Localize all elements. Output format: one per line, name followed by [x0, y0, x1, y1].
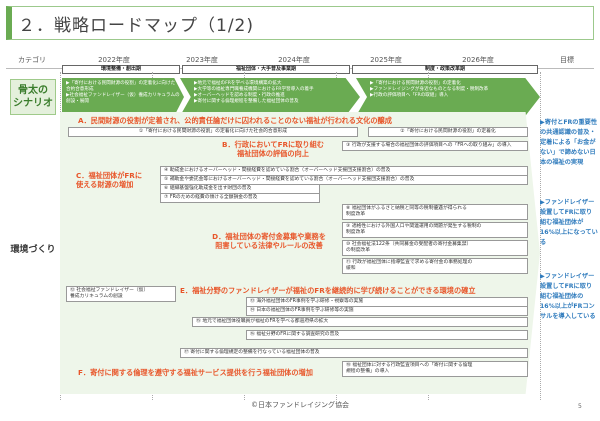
section-c-item-2: ⑤ 補助金や委託金等におけるオーバーヘッド・間接経費を認めている割合（オーバーヘ… — [160, 175, 528, 185]
page-title: ２．戦略ロードマップ（1/2) — [18, 16, 254, 36]
title-frame — [6, 6, 594, 40]
scenario-line: ▶「寄付における民間財源の役割」の定着化に向けた — [66, 81, 176, 86]
scenario-arrow-1: ▶「寄付における民間財源の役割」の定着化に向けた 合約合意形成 ▶社会福祉ファン… — [62, 78, 184, 116]
section-e-item-2: ⑭ 日本の福祉団体のFR事例を学ぶ研修等の実施 — [246, 306, 528, 316]
section-f-title: F．寄付に関する倫理を遵守する福祉サービス提供を行う福祉団体の増加 — [78, 368, 313, 377]
header-year-2025: 2025年度 — [370, 56, 402, 64]
scenario-arrow-2: ▶地元で福祉のFRを学べる環境構築の拡大 ▶大学等の福祉専門職養成機関におけるF… — [180, 78, 360, 116]
goal-1: ▶寄付とFRの重要性の共通認識の普及・定着による「お金がない」で諦めない日本の福… — [540, 119, 598, 166]
goal-3: ▶ファンドレイザー設置してFRに取り組む福祉団体の16%以上がFRコンサルを導入… — [540, 273, 596, 320]
section-d-item-1: ⑧ 福祉団体がふるさと納税と同等の税制優遇が得られる 制度改革 — [342, 204, 528, 220]
scenario-label: 骨太の シナリオ — [10, 79, 56, 115]
goal-2: ▶ファンドレイザー設置してFRに取り組む福祉団体が16%以上になっている — [540, 199, 598, 246]
phase-label-3: 制度・政策改革期 — [352, 65, 538, 74]
scenario-arrow-3: ▶「寄付における民間財源の役割」の定着化 ▶ファンドレイジングが身近なものとなる… — [356, 78, 540, 116]
environment-label: 環境づくり — [10, 245, 56, 255]
phase-label-2: 福祉団体・大手普及事業期 — [182, 65, 350, 74]
section-e-item-4: ⑯ 福祉分野のFRに関する調査研究の普及 — [246, 330, 528, 340]
scenario-line: ▶社会福祉ファンドレイザー（仮）養成カリキュラムの — [66, 93, 180, 98]
section-f-item-2: ⑱ 福祉団体に対する行政監査項目への「寄付に関する倫理 規程の整備」の導入 — [342, 361, 528, 377]
header-year-2024: 2024年度 — [278, 56, 310, 64]
scenario-line: ▶「寄付における民間財源の役割」の定着化 — [370, 81, 461, 86]
section-e-item-3: ⑮ 地元で福祉団体役職員が福祉のFRを学べる都道府県の拡大 — [192, 317, 528, 327]
scenario-line: ▶地元で福祉のFRを学べる環境構築の拡大 — [194, 81, 282, 86]
scenario-line: ▶大学等の福祉専門職養成機関におけるFR学習導入の着手 — [194, 87, 314, 92]
scenario-line: ▶行政の評価項目へ「FRの取組」導入 — [370, 93, 449, 98]
section-a-item-2: ②「寄付における民間財源の役割」の定着化 — [368, 127, 528, 137]
section-d-item-2: ⑨ 適格性における外国人口や関連運用の問題が発生する税制の 制度改革 — [342, 222, 528, 238]
scenario-line: ▶ファンドレイジングが身近なものとなる制度・税制改革 — [370, 87, 489, 92]
page-number: 5 — [578, 403, 582, 410]
section-e-title: E．福祉分野のファンドレイザーが福祉のFRを継続的に学び続けることができる環境の… — [180, 286, 476, 295]
scenario-line: 合約合意形成 — [66, 87, 94, 92]
section-b-item-1: ③ 行政が支援する場合の福祉団体の評価項目への「FRへの取り組み」の導入 — [342, 141, 528, 151]
section-e-pre-item: ⑫ 社会福祉ファンドレイザー（仮） 養成カリキュラムの創設 — [66, 286, 176, 302]
section-b-title: B．行政においてFRに取り組む 福祉団体の評価の向上 — [222, 140, 324, 158]
section-d-item-3: ⑩ 社会福祉法122条（共同募金の受配者の寄付金募集禁） の制度改革 — [342, 240, 528, 256]
header-year-2026: 2026年度 — [462, 56, 494, 64]
phase-label-1: 環境整備・創出期 — [62, 65, 180, 74]
header-category: カテゴリ — [18, 56, 46, 64]
section-a-item-1: ①「寄付における民間財源の役割」の定着化に向けた社会的合意形成 — [68, 127, 358, 137]
section-d-title: D．福祉団体の寄付金募集や業務を 阻害している法律やルールの改善 — [212, 232, 326, 250]
section-a-title: A．民間財源の役割が定着され、公的責任論だけに囚われることのない福祉が行われる文… — [78, 116, 392, 125]
header-year-2022: 2022年度 — [98, 56, 130, 64]
section-d-item-4: ⑪ 行政が福祉団体に指導監査で求める寄付金の事務処理の 緩和 — [342, 258, 528, 274]
scenario-line: ▶オーバーヘッドを認める制度・行政の推進 — [194, 93, 285, 98]
section-c-item-4: ⑦ FRのための経費の傾ける全額損金の普及 — [160, 193, 320, 203]
header-goal: 目標 — [560, 56, 574, 64]
section-f-item-1: ⑰ 寄付に関する倫理規定の整備を行なっている福祉団体の普及 — [180, 348, 528, 358]
copyright-footer: ©日本ファンドレイジング協会 — [251, 401, 349, 409]
scenario-line: ▶寄付に関する倫理規程を整備した福祉団体の普及 — [194, 99, 299, 104]
year-divider — [540, 72, 541, 400]
scenario-line: 創設・展開 — [66, 99, 89, 104]
header-year-2023: 2023年度 — [186, 56, 218, 64]
section-c-title: C．福祉団体がFRに 使える財源の増加 — [76, 171, 143, 189]
